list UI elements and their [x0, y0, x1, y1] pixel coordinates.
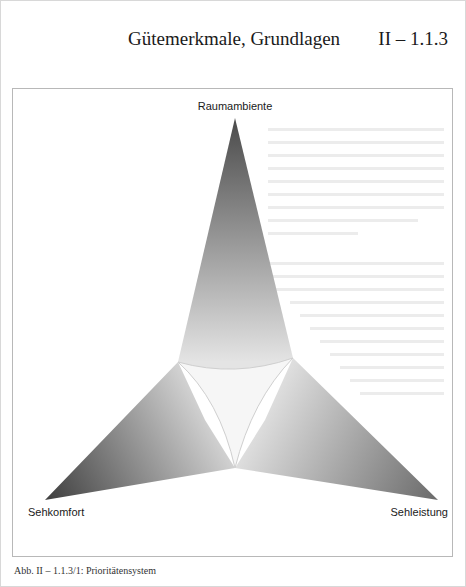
corner-label: Raumambiente [198, 100, 273, 112]
figure-frame [13, 89, 453, 557]
faded-background-text [268, 128, 444, 395]
star-center [178, 358, 293, 468]
page-heading: Gütemerkmale, Grundlagen [128, 28, 340, 50]
corner-label: Sehkomfort [28, 506, 84, 518]
corner-label: Sehleistung [391, 506, 449, 518]
star-blade-top [178, 118, 293, 395]
figure-caption: Abb. II – 1.1.3/1: Prioritätensystem [14, 565, 156, 576]
section-number: II – 1.1.3 [378, 28, 448, 50]
